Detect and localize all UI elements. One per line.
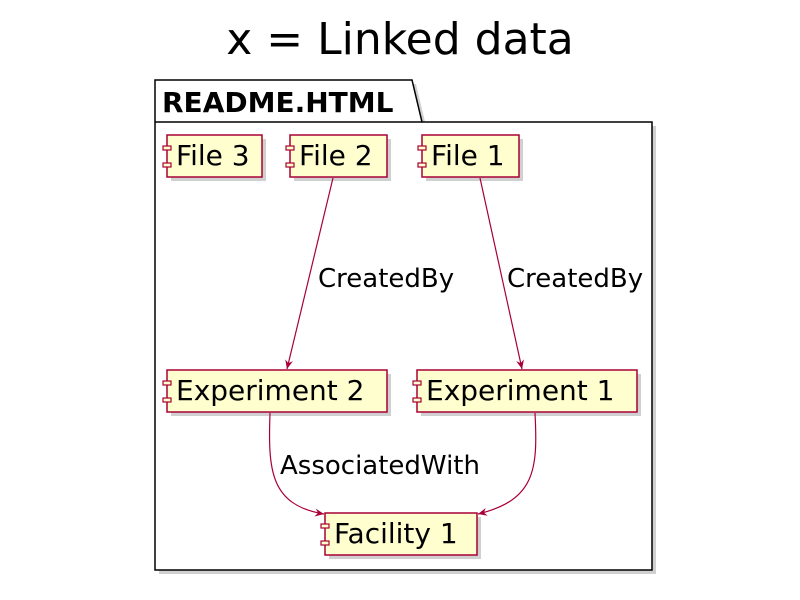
- node-boxes: [162, 134, 641, 559]
- edge-experiment2-facility: [268, 412, 325, 517]
- edge-experiment1-facility: [477, 412, 537, 516]
- experiment-2-box: [166, 369, 388, 413]
- edge-label-file1-createdby: CreatedBy: [507, 264, 644, 294]
- node-file-1[interactable]: File 1: [431, 139, 505, 172]
- edge-file1-experiment1: [479, 177, 524, 370]
- file-3-box: [166, 134, 263, 178]
- diagram-title: x = Linked data: [226, 14, 574, 65]
- edge-label-file2-createdby: CreatedBy: [318, 264, 455, 294]
- node-facility-1[interactable]: Facility 1: [334, 517, 458, 550]
- node-file-2[interactable]: File 2: [299, 139, 373, 172]
- node-file-3[interactable]: File 3: [176, 139, 250, 172]
- file-2-box: [289, 134, 388, 178]
- file-1-box: [421, 134, 520, 178]
- experiment-1-box: [416, 369, 638, 413]
- node-experiment-2[interactable]: Experiment 2: [176, 374, 365, 407]
- facility-1-box: [324, 512, 478, 556]
- edges: [268, 177, 537, 517]
- edge-file2-experiment2: [285, 177, 334, 370]
- package-frame: [154, 79, 653, 571]
- edge-label-associatedwith: AssociatedWith: [280, 451, 480, 481]
- package-label: README.HTML: [162, 86, 394, 119]
- node-experiment-1[interactable]: Experiment 1: [426, 374, 615, 407]
